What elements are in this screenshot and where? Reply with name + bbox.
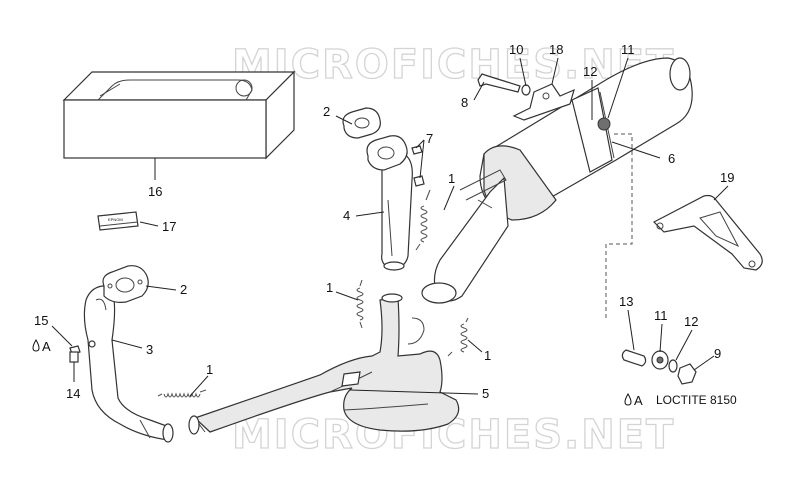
part-1-spring-lower (157, 389, 207, 398)
callout-15: 15 (34, 313, 48, 328)
part-9-nut (677, 363, 697, 385)
callout-8: 8 (461, 95, 468, 110)
part-19-bracket (652, 194, 763, 271)
drop-icon (32, 339, 40, 352)
part-3-left-pipe (83, 285, 174, 443)
watermark-top: MICROFICHES.NET (232, 42, 675, 88)
part-18-bracket (512, 83, 575, 121)
callout-6: 6 (668, 151, 675, 166)
callout-10: 10 (509, 42, 523, 57)
callout-16: 16 (148, 184, 162, 199)
callout-13: 13 (619, 294, 633, 309)
part-1-spring-upper (415, 189, 431, 251)
part-2-gasket-right (366, 135, 408, 171)
pipe-clamp (341, 371, 361, 387)
part-2-gasket-left (102, 265, 149, 303)
part-8-bolt (477, 73, 521, 93)
callout-2-left: 2 (180, 282, 187, 297)
part-1-spring-middle (356, 279, 364, 329)
part-2-gasket-top (342, 107, 381, 139)
callout-5: 5 (482, 386, 489, 401)
callout-14: 14 (66, 386, 80, 401)
part-13-spacer (621, 349, 647, 367)
callout-18: 18 (549, 42, 563, 57)
silencer-grommet (597, 117, 611, 131)
part-1-spring-right (447, 317, 469, 357)
callout-3: 3 (146, 342, 153, 357)
svg-text:A: A (634, 393, 643, 408)
callout-19: 19 (720, 170, 734, 185)
part-5-exhaust-pipe (188, 293, 460, 435)
callout-1-middle: 1 (326, 280, 333, 295)
pipe-collar-dot (88, 340, 96, 348)
part-11-grommet-lower (651, 350, 669, 370)
callout-2-top: 2 (323, 104, 330, 119)
part-6-silencer (421, 57, 693, 304)
part-4-header-pipe (381, 153, 413, 271)
part-14-stud (69, 351, 79, 363)
loctite-marker-left: A (32, 339, 51, 354)
callout-17: 17 (162, 219, 176, 234)
svg-text:A: A (42, 339, 51, 354)
part-17-label-kit: EPNOM (97, 211, 139, 231)
kit-label-text: EPNOM (108, 217, 123, 222)
callout-7: 7 (426, 131, 433, 146)
callout-11-upper: 11 (621, 42, 635, 57)
part-16-box (62, 70, 296, 160)
callout-1-upper: 1 (448, 171, 455, 186)
callout-1-lower: 1 (206, 362, 213, 377)
callout-11-lower: 11 (654, 308, 668, 323)
loctite-legend: A LOCTITE 8150 (624, 393, 737, 408)
part-10-washer (521, 84, 531, 96)
callout-1-right: 1 (484, 348, 491, 363)
part-7-nuts (411, 145, 425, 187)
callout-12-lower: 12 (684, 314, 698, 329)
drop-icon (624, 393, 632, 406)
callout-4: 4 (343, 208, 350, 223)
part-12-washer-lower (668, 359, 678, 373)
loctite-legend-text: LOCTITE 8150 (656, 393, 737, 407)
alignment-dashed-line (605, 133, 633, 318)
callout-12-upper: 12 (583, 64, 597, 79)
callout-9: 9 (714, 346, 721, 361)
